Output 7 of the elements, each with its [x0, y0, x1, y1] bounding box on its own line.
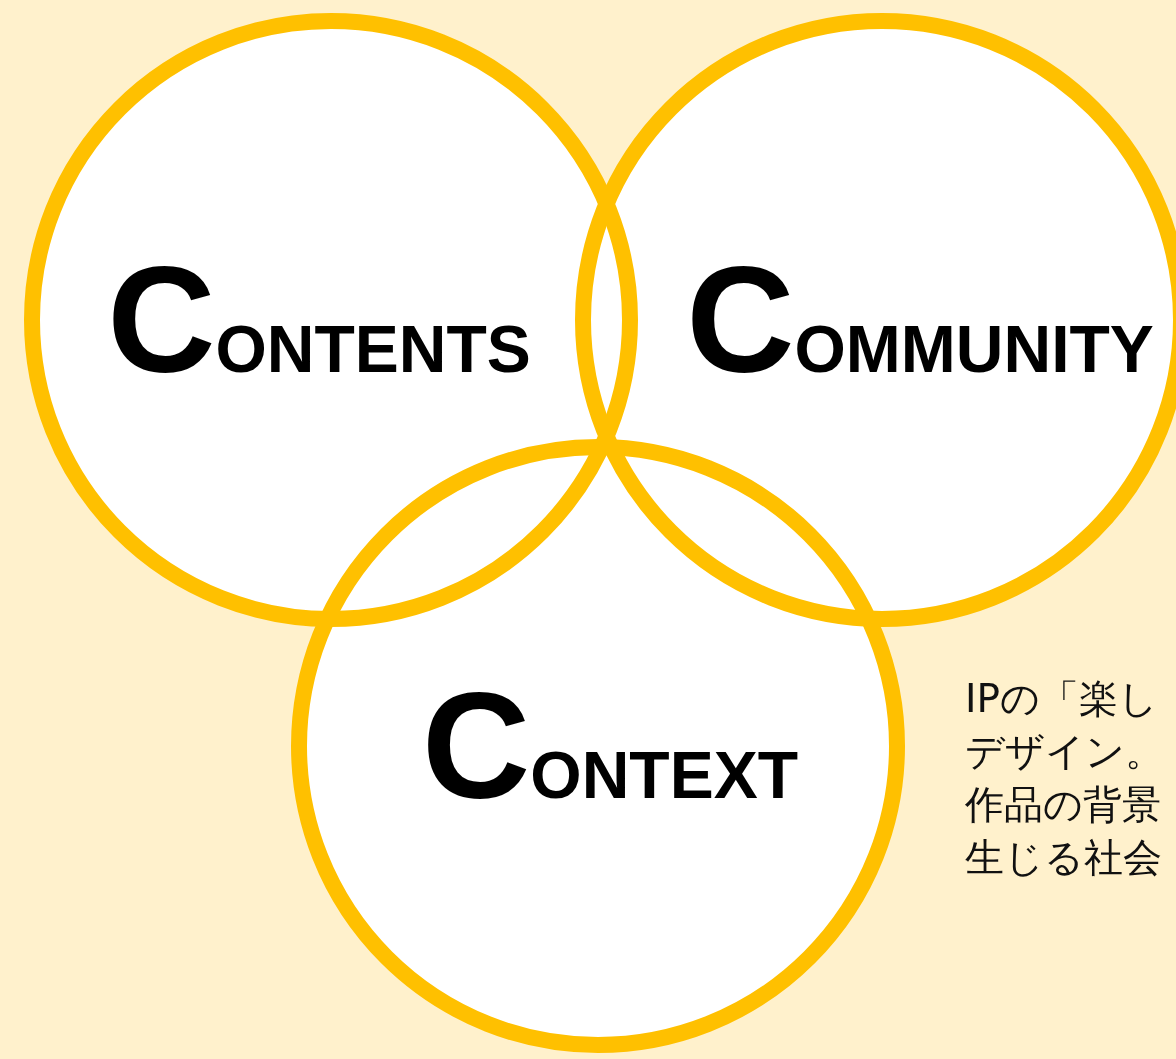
circle-label: COMMUNITY [686, 245, 1154, 395]
circle-label: CONTENTS [107, 245, 531, 395]
description-text: 生じる社会 [965, 837, 1162, 880]
circle-label: CONTEXT [422, 671, 798, 821]
description-text: IPの「楽し [965, 678, 1159, 721]
description-text: 作品の背景 [965, 784, 1161, 827]
description-text: デザイン。 [965, 731, 1164, 774]
